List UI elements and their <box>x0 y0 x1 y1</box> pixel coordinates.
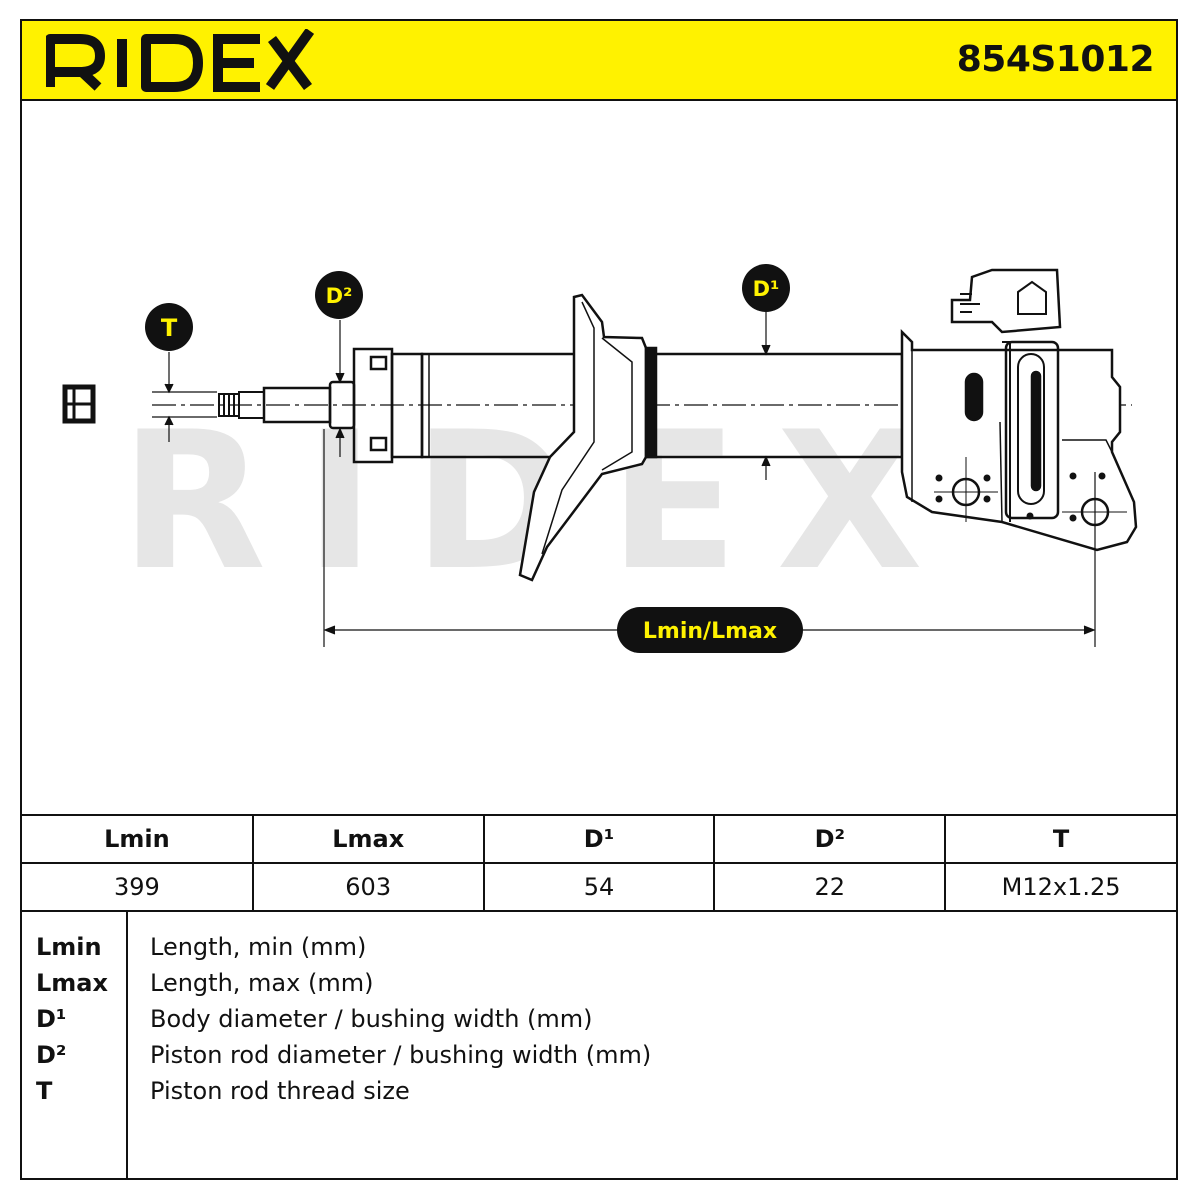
header-lmin: Lmin <box>22 814 254 864</box>
legend-desc: Length, min (mm) <box>150 933 367 961</box>
d2-callout: D² <box>315 271 363 319</box>
length-callout: Lmin/Lmax <box>617 607 803 653</box>
legend-desc: Piston rod thread size <box>150 1077 410 1105</box>
legend-key: Lmax <box>36 969 108 997</box>
header-d2: D² <box>713 814 947 864</box>
technical-drawing: RIDEX <box>22 101 1176 813</box>
value-d1: 54 <box>482 862 716 912</box>
legend-key: D¹ <box>36 1005 67 1033</box>
svg-text:Lmin/Lmax: Lmin/Lmax <box>643 619 777 644</box>
legend-divider <box>126 911 128 1178</box>
d1-dimension <box>761 312 771 480</box>
legend-key: D² <box>36 1041 67 1069</box>
value-d2: 22 <box>713 862 947 912</box>
t-callout: T <box>145 303 193 351</box>
legend-desc: Piston rod diameter / bushing width (mm) <box>150 1041 652 1069</box>
part-number: 854S1012 <box>956 39 1155 80</box>
legend-item: D² Piston rod diameter / bushing width (… <box>22 1041 1176 1077</box>
value-t: M12x1.25 <box>944 862 1176 912</box>
shock-absorber-drawing: RIDEX <box>62 264 1138 653</box>
ridex-logo <box>46 29 315 92</box>
legend-item: T Piston rod thread size <box>22 1077 1176 1113</box>
specs-value-row: 399 603 54 22 M12x1.25 <box>22 862 1176 912</box>
spring-seat <box>518 293 658 582</box>
d2-dimension <box>323 320 345 647</box>
legend-key: T <box>36 1077 53 1105</box>
svg-text:D²: D² <box>326 284 353 308</box>
legend-item: Lmin Length, min (mm) <box>22 933 1176 969</box>
legend-item: Lmax Length, max (mm) <box>22 969 1176 1005</box>
d1-callout: D¹ <box>742 264 790 312</box>
value-lmax: 603 <box>251 862 485 912</box>
header-d1: D¹ <box>482 814 716 864</box>
header-t: T <box>944 814 1176 864</box>
legend-desc: Length, max (mm) <box>150 969 374 997</box>
legend: Lmin Length, min (mm) Lmax Length, max (… <box>22 911 1176 1178</box>
specs-header-row: Lmin Lmax D¹ D² T <box>22 814 1176 864</box>
svg-text:D¹: D¹ <box>753 277 780 301</box>
spec-sheet: 854S1012 RIDEX <box>20 19 1178 1180</box>
nut-icon <box>62 384 96 424</box>
value-lmin: 399 <box>22 862 254 912</box>
knuckle-bracket <box>900 268 1138 647</box>
header-lmax: Lmax <box>251 814 485 864</box>
t-dimension <box>152 352 217 442</box>
legend-desc: Body diameter / bushing width (mm) <box>150 1005 593 1033</box>
legend-item: D¹ Body diameter / bushing width (mm) <box>22 1005 1176 1041</box>
svg-text:T: T <box>161 314 178 342</box>
legend-key: Lmin <box>36 933 102 961</box>
bracket-holes <box>935 472 1106 522</box>
specs-table: Lmin Lmax D¹ D² T 399 603 54 22 M12x1.25 <box>22 814 1176 912</box>
header-bar: 854S1012 <box>22 21 1176 101</box>
